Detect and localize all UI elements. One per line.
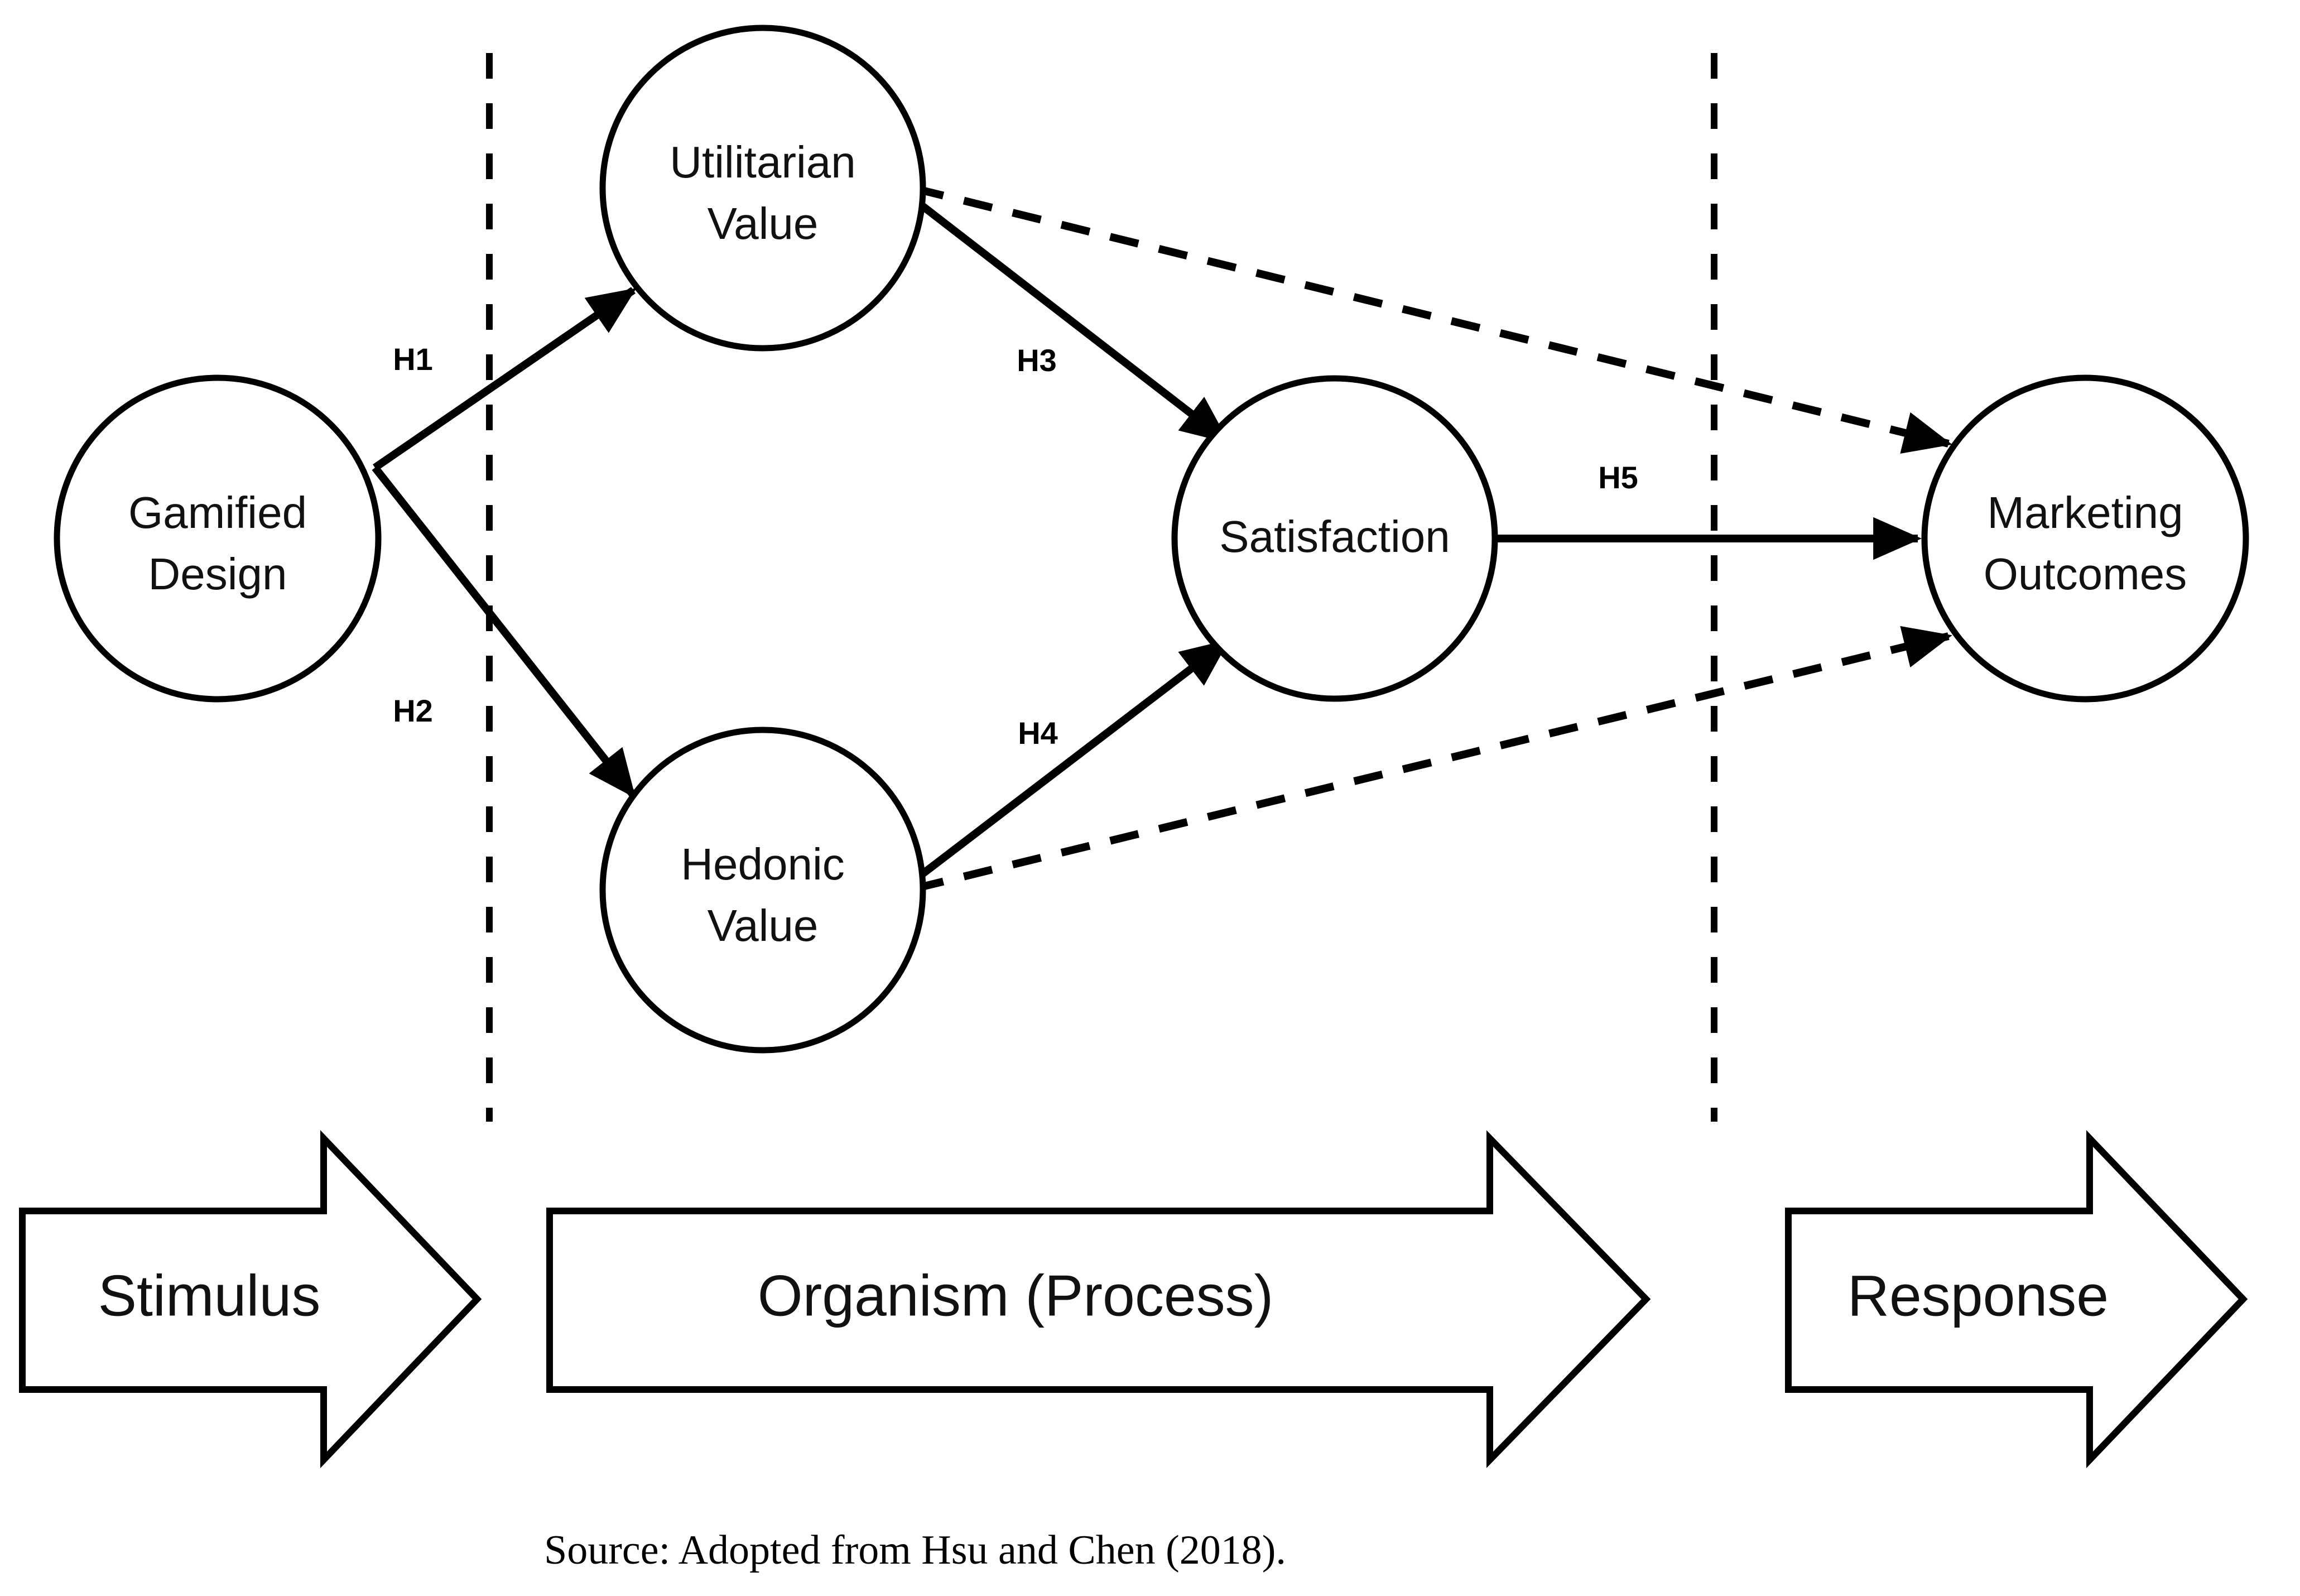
stimulus-label: Stimulus bbox=[98, 1263, 321, 1328]
organism-arrow-shape[interactable] bbox=[546, 1130, 1651, 1468]
marketing-outcomes-label-line1: Marketing bbox=[1987, 488, 2183, 537]
satisfaction-label-line1: Satisfaction bbox=[1219, 512, 1450, 561]
model-links bbox=[372, 185, 1952, 892]
gamified-design-label-line2: Design bbox=[148, 549, 287, 599]
node-utilitarian-value[interactable]: Utilitarian Value bbox=[599, 25, 926, 352]
link-h1 bbox=[373, 287, 637, 471]
sor-band-arrows: Stimulus Organism (Process) Response bbox=[19, 1130, 2248, 1468]
utilitarian-value-circle[interactable] bbox=[599, 25, 926, 352]
hypothesis-label-h3: H3 bbox=[1017, 343, 1057, 378]
hypothesis-label-h2: H2 bbox=[393, 693, 433, 728]
satisfaction-circle[interactable] bbox=[1171, 375, 1498, 702]
response-label: Response bbox=[1847, 1263, 2109, 1328]
stimulus-arrow-shape[interactable] bbox=[19, 1130, 482, 1468]
utilitarian-value-label-line1: Utilitarian bbox=[670, 137, 855, 187]
hedonic-value-label-line2: Value bbox=[708, 901, 819, 950]
band-arrow-organism[interactable]: Organism (Process) bbox=[546, 1130, 1651, 1468]
node-satisfaction[interactable]: Satisfaction bbox=[1171, 375, 1498, 702]
band-arrow-stimulus[interactable]: Stimulus bbox=[19, 1130, 482, 1468]
marketing-outcomes-circle[interactable] bbox=[1921, 374, 2249, 703]
hedonic-value-circle[interactable] bbox=[599, 727, 926, 1054]
link-hedonic-to-marketing bbox=[914, 626, 1952, 892]
utilitarian-value-label-line2: Value bbox=[708, 199, 819, 248]
hedonic-value-label-line1: Hedonic bbox=[681, 839, 845, 889]
link-h2 bbox=[372, 465, 637, 799]
link-h3 bbox=[902, 189, 1230, 444]
gamified-design-circle[interactable] bbox=[54, 374, 382, 703]
source-caption: Source: Adopted from Hsu and Chen (2018)… bbox=[544, 1527, 1286, 1573]
hypothesis-label-h5: H5 bbox=[1598, 460, 1638, 495]
response-arrow-shape[interactable] bbox=[1785, 1130, 2248, 1468]
hypothesis-label-h4: H4 bbox=[1018, 715, 1058, 751]
link-h4 bbox=[902, 638, 1230, 891]
node-gamified-design[interactable]: Gamified Design bbox=[54, 374, 382, 703]
marketing-outcomes-label-line2: Outcomes bbox=[1984, 549, 2187, 599]
node-marketing-outcomes[interactable]: Marketing Outcomes bbox=[1921, 374, 2249, 703]
hypothesis-labels: H1 H2 H3 H4 H5 bbox=[393, 342, 1638, 751]
band-arrow-response[interactable]: Response bbox=[1785, 1130, 2248, 1468]
gamified-design-label-line1: Gamified bbox=[128, 488, 307, 537]
node-hedonic-value[interactable]: Hedonic Value bbox=[599, 727, 926, 1054]
link-utilitarian-to-marketing bbox=[914, 185, 1952, 454]
organism-label: Organism (Process) bbox=[758, 1263, 1274, 1328]
hypothesis-label-h1: H1 bbox=[393, 342, 433, 377]
